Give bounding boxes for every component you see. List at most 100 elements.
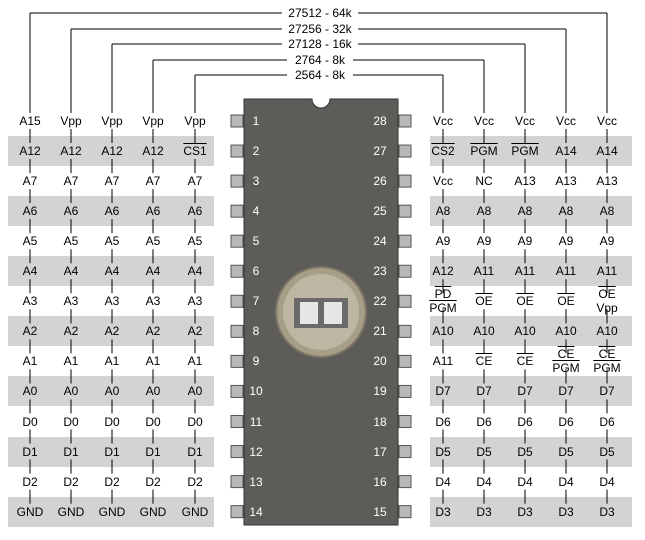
- pin-number: 7: [252, 294, 260, 309]
- left-pin-leg: [230, 475, 244, 489]
- right-pin-label: A13: [514, 174, 536, 189]
- pin-number: 2: [252, 144, 260, 159]
- right-pin-label: D5: [517, 444, 533, 459]
- left-pin-label: A2: [104, 324, 120, 339]
- left-pin-label: A12: [101, 144, 123, 159]
- right-pin-label: A10: [596, 324, 618, 339]
- left-pin-label: A12: [60, 144, 82, 159]
- right-pin-label: D3: [599, 504, 615, 519]
- right-pin-label: D6: [517, 414, 533, 429]
- right-pin-label: Vcc: [473, 114, 495, 128]
- left-pin-label: A2: [22, 324, 38, 339]
- left-pin-label: D1: [63, 444, 79, 459]
- right-pin-label: A8: [599, 204, 615, 219]
- left-pin-label: A5: [104, 234, 120, 249]
- left-pin-label: A4: [22, 264, 38, 279]
- left-pin-label: A3: [187, 294, 203, 309]
- left-pin-leg: [230, 445, 244, 459]
- pin-number: 14: [249, 504, 263, 519]
- pin-number: 25: [373, 204, 387, 219]
- pin-number: 1: [252, 114, 260, 128]
- right-pin-label: A14: [555, 144, 577, 159]
- right-pin-label: D5: [599, 444, 615, 459]
- row-band: [430, 256, 632, 287]
- right-pin-label: Vcc: [514, 114, 536, 128]
- right-pin-leg: [398, 354, 412, 368]
- pin-number: 19: [373, 384, 387, 399]
- right-pin-label: A11: [514, 264, 536, 279]
- right-pin-leg: [398, 505, 412, 519]
- pin-number: 20: [373, 354, 387, 369]
- left-pin-leg: [230, 505, 244, 519]
- right-pin-leg: [398, 174, 412, 188]
- right-pin-label: D4: [558, 474, 574, 489]
- left-pin-label: D2: [104, 474, 120, 489]
- row-band: [430, 436, 632, 467]
- right-pin-leg: [398, 384, 412, 398]
- chip-title-2: 27256 - 32k: [286, 22, 354, 36]
- right-pin-label: A10: [514, 324, 536, 339]
- pin-number: 9: [252, 354, 260, 369]
- left-pin-label: A3: [104, 294, 120, 309]
- pin-number: 5: [252, 234, 260, 249]
- left-pin-leg: [230, 204, 244, 218]
- right-pin-label: CS2: [431, 144, 455, 159]
- left-pin-leg: [230, 384, 244, 398]
- left-pin-label: A5: [145, 234, 161, 249]
- left-pin-label: A7: [145, 174, 161, 189]
- left-pin-label: A3: [63, 294, 79, 309]
- left-pin-label: A0: [187, 384, 203, 399]
- right-pin-label: D4: [476, 474, 492, 489]
- pin-number: 17: [373, 444, 387, 459]
- left-pin-label: A6: [187, 204, 203, 219]
- right-pin-label: A10: [432, 324, 454, 339]
- right-pin-label: Vcc: [596, 114, 618, 128]
- right-pin-label: CE: [516, 354, 534, 369]
- right-pin-label: A11: [432, 354, 454, 369]
- left-pin-label: D2: [187, 474, 203, 489]
- left-pin-label: A6: [104, 204, 120, 219]
- row-band: [8, 136, 214, 167]
- left-pin-label: CS1: [183, 144, 207, 159]
- left-pin-label: A4: [63, 264, 79, 279]
- right-pin-label: A8: [517, 204, 533, 219]
- right-pin-label: A9: [599, 234, 615, 249]
- left-pin-label: D1: [187, 444, 203, 459]
- left-pin-label: A6: [63, 204, 79, 219]
- right-pin-label: D7: [558, 384, 574, 399]
- left-pin-label: D2: [22, 474, 38, 489]
- left-pin-label: A7: [22, 174, 38, 189]
- pin-number: 10: [249, 384, 263, 399]
- left-pin-label: Vpp: [60, 114, 82, 128]
- left-pin-label: A3: [22, 294, 38, 309]
- left-pin-label: GND: [181, 504, 209, 519]
- left-pin-label: A1: [187, 354, 203, 369]
- right-pin-label: D5: [435, 444, 451, 459]
- right-pin-label: Vcc: [432, 174, 454, 189]
- right-pin-label: OE: [557, 294, 575, 309]
- right-pin-label: D6: [599, 414, 615, 429]
- right-pin-label: A9: [558, 234, 574, 249]
- right-pin-label: D7: [435, 384, 451, 399]
- left-pin-label: A0: [104, 384, 120, 399]
- left-pin-label: D0: [145, 414, 161, 429]
- right-pin-label: A12: [432, 264, 454, 279]
- left-pin-leg: [230, 354, 244, 368]
- left-pin-label: A7: [104, 174, 120, 189]
- row-band: [8, 376, 214, 407]
- right-pin-leg: [398, 204, 412, 218]
- right-pin-label: D6: [435, 414, 451, 429]
- left-pin-label: A4: [104, 264, 120, 279]
- left-pin-label: D0: [63, 414, 79, 429]
- left-pin-label: A3: [145, 294, 161, 309]
- left-pin-label: D0: [22, 414, 38, 429]
- chip-title-1: 27512 - 64k: [286, 6, 354, 20]
- chip-title-3: 27128 - 16k: [286, 37, 354, 51]
- right-pin-label: D7: [517, 384, 533, 399]
- left-pin-label: D1: [104, 444, 120, 459]
- right-pin-label: A8: [476, 204, 492, 219]
